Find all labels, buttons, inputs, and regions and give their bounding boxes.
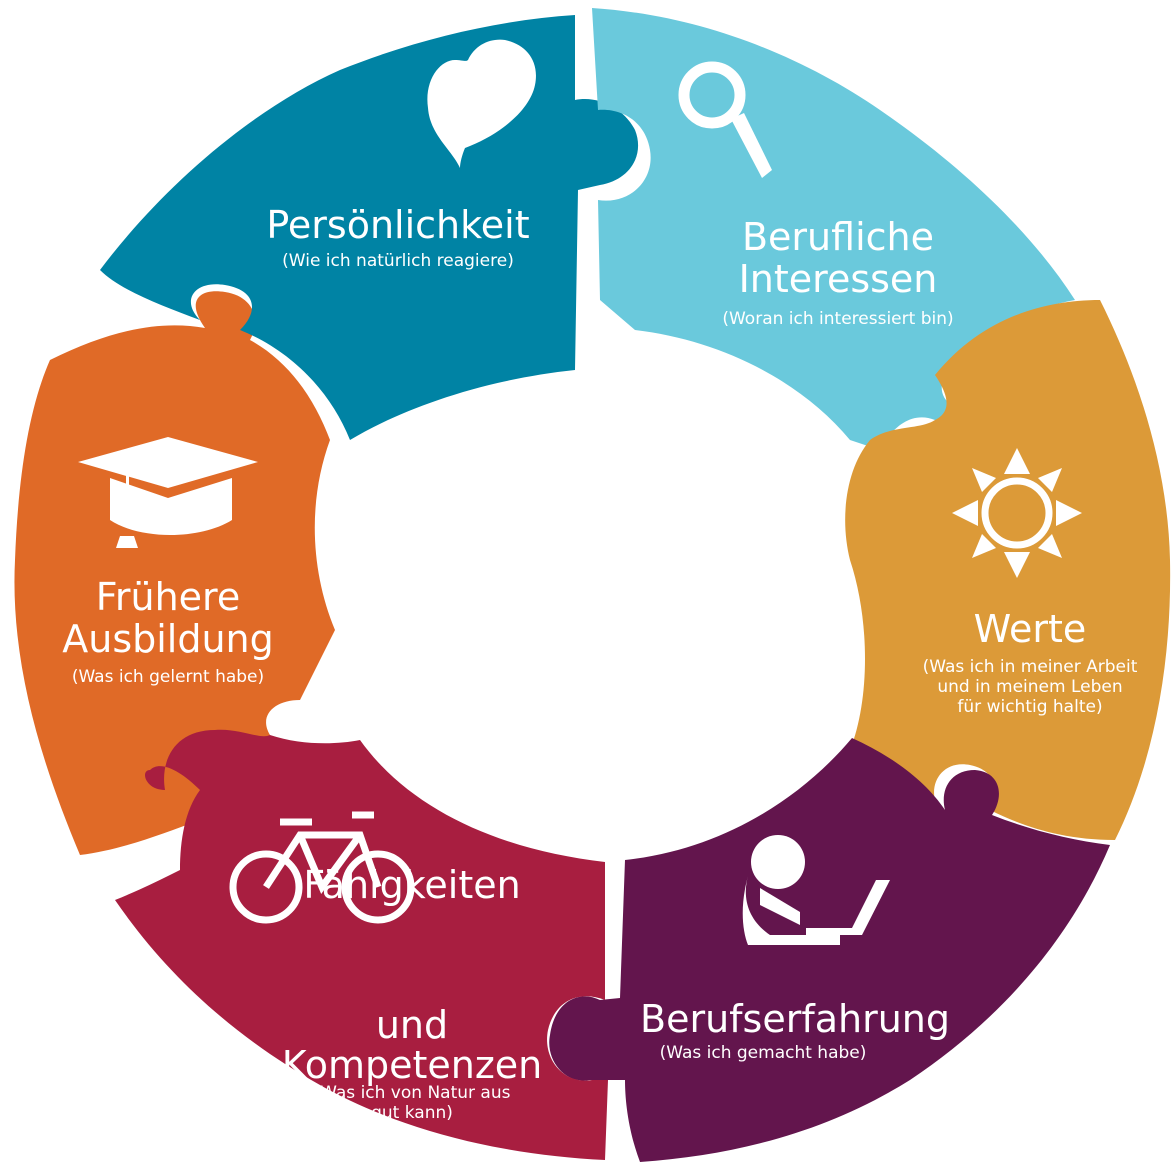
piece-berufserfahrung-shape — [549, 738, 1110, 1162]
subtitle-faehigkeiten-2: gut kann) — [371, 1103, 453, 1123]
piece-fruehere-ausbildung: Frühere Ausbildung (Was ich gelernt habe… — [14, 291, 335, 855]
graduation-cap-icon — [78, 437, 258, 548]
title-fruehere-ausbildung-2: Ausbildung — [62, 617, 274, 661]
subtitle-berufliche-interessen-1: (Woran ich interessiert bin) — [722, 309, 953, 329]
piece-berufserfahrung: Berufserfahrung (Was ich gemacht habe) — [549, 738, 1110, 1162]
title-berufliche-interessen-1: Berufliche — [742, 215, 934, 259]
subtitle-berufserfahrung-1: (Was ich gemacht habe) — [660, 1043, 867, 1063]
subtitle-werte-1: (Was ich in meiner Arbeit — [923, 657, 1138, 677]
piece-werte: Werte (Was ich in meiner Arbeit und in m… — [845, 300, 1171, 840]
bicycle-icon — [229, 811, 415, 924]
title-werte-1: Werte — [974, 607, 1087, 651]
sun-icon — [952, 448, 1082, 578]
piece-faehigkeiten-shape — [115, 729, 608, 1160]
title-faehigkeiten-1: Fähigkeiten — [303, 863, 520, 907]
piece-persoenlichkeit: Persönlichkeit (Wie ich natürlich reagie… — [100, 15, 639, 440]
subtitle-persoenlichkeit-1: (Wie ich natürlich reagiere) — [282, 251, 514, 271]
piece-berufliche-interessen: Berufliche Interessen (Woran ich interes… — [592, 8, 1075, 450]
title-fruehere-ausbildung-1: Frühere — [96, 575, 240, 619]
subtitle-faehigkeiten-1: (Was ich von Natur aus — [314, 1083, 511, 1103]
title-faehigkeiten-3: Kompetenzen — [282, 1043, 543, 1087]
magnifier-icon — [678, 61, 772, 178]
subtitle-fruehere-ausbildung-1: (Was ich gelernt habe) — [72, 667, 264, 687]
piece-fruehere-ausbildung-shape — [14, 291, 335, 855]
title-persoenlichkeit-1: Persönlichkeit — [266, 203, 529, 247]
piece-faehigkeiten: Fähigkeiten und Kompetenzen (Was ich von… — [115, 729, 608, 1160]
heart-icon — [427, 39, 536, 168]
title-berufliche-interessen-2: Interessen — [739, 257, 938, 301]
title-berufserfahrung-1: Berufserfahrung — [640, 997, 950, 1041]
subtitle-werte-2: und in meinem Leben — [937, 677, 1122, 697]
piece-werte-shape — [845, 300, 1171, 840]
person-laptop-icon — [742, 835, 890, 945]
subtitle-werte-3: für wichtig halte) — [957, 697, 1102, 717]
title-faehigkeiten-2: und — [376, 1003, 448, 1047]
